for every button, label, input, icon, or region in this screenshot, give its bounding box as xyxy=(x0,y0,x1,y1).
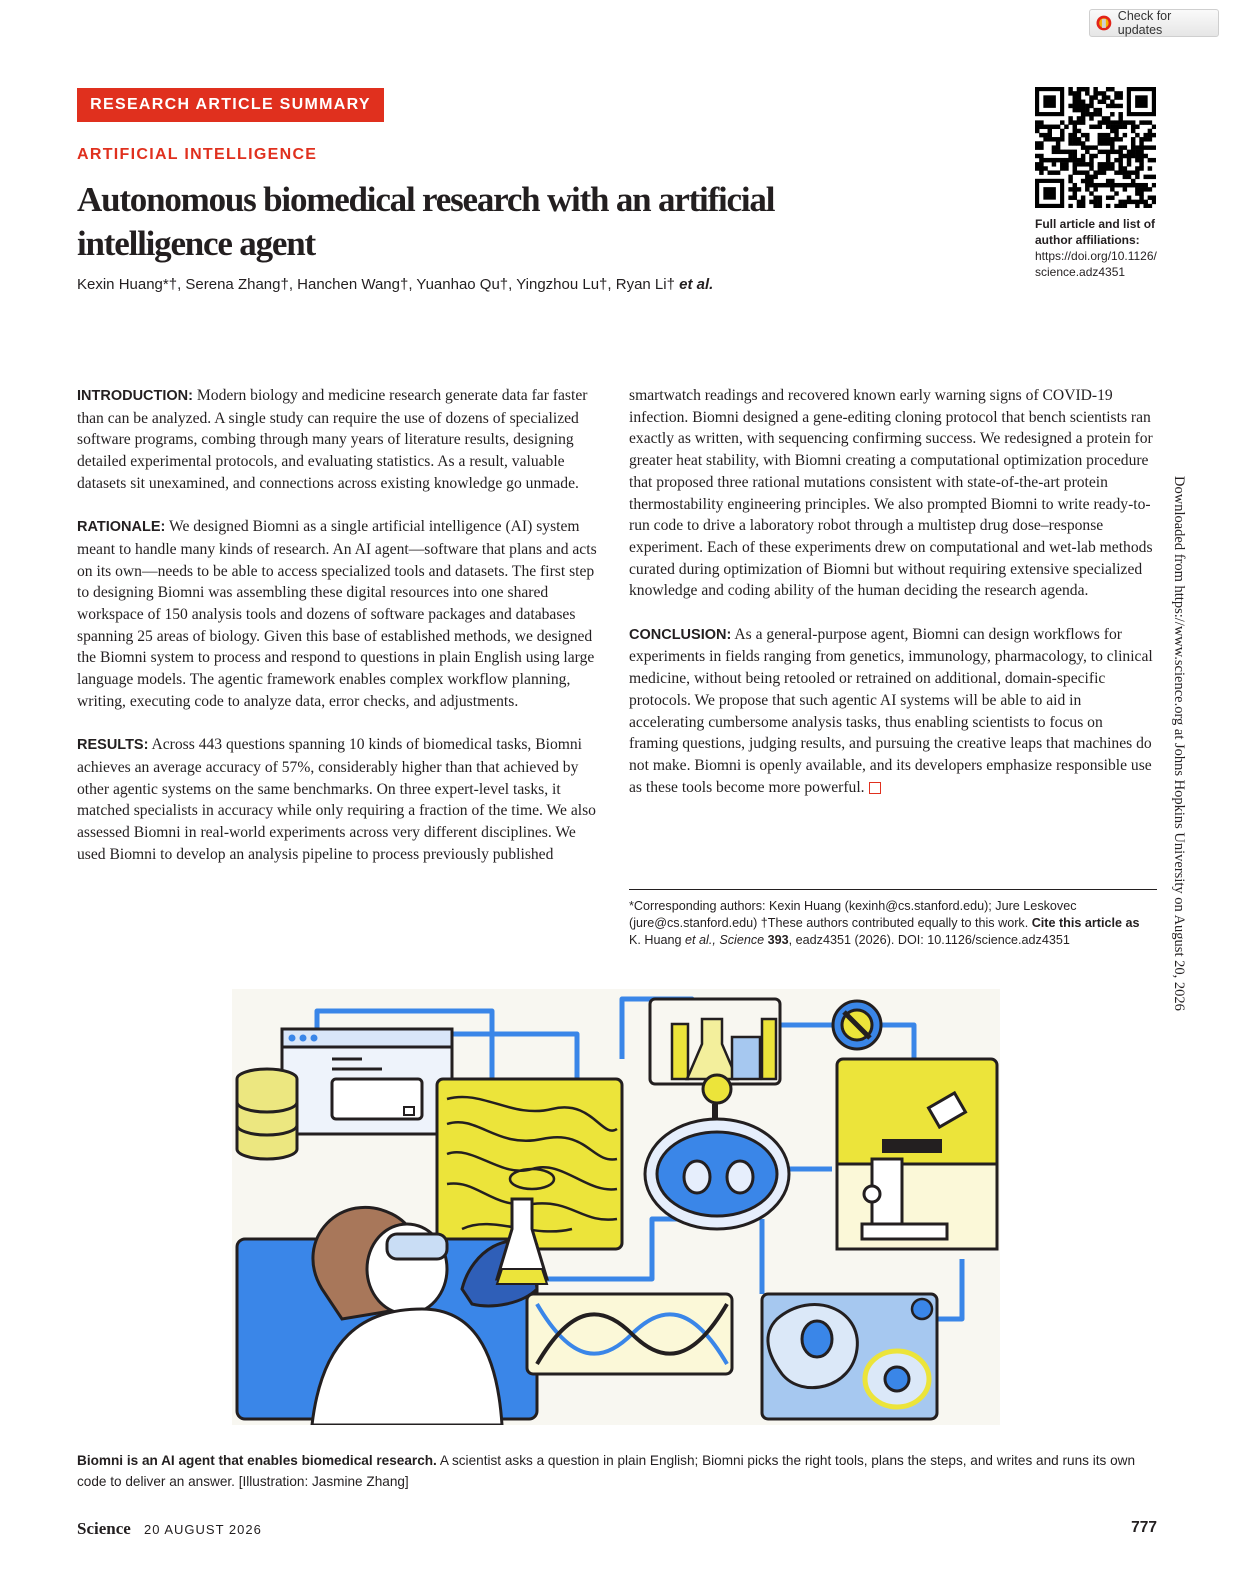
cite-volume: 393 xyxy=(764,933,789,947)
author-names: Kexin Huang*†, Serena Zhang†, Hanchen Wa… xyxy=(77,276,675,293)
scientist-graphic xyxy=(235,1197,550,1425)
author-line: Kexin Huang*†, Serena Zhang†, Hanchen Wa… xyxy=(77,276,713,293)
dna-graphic xyxy=(525,1292,734,1376)
rationale-text: We designed Biomni as a single artificia… xyxy=(77,518,597,710)
page-number: 777 xyxy=(1131,1519,1157,1536)
qr-caption-title: Full article and list of author affiliat… xyxy=(1035,217,1156,247)
results-continued-paragraph: smartwatch readings and recovered known … xyxy=(629,387,1153,600)
issue-date: 20 AUGUST 2026 xyxy=(144,1522,262,1537)
topographic-map-graphic xyxy=(435,1077,624,1251)
cite-journal-sep: , Science xyxy=(712,933,764,947)
conclusion-paragraph: CONCLUSION: As a general-purpose agent, … xyxy=(629,624,1154,799)
summary-column-left: INTRODUCTION: Modern biology and medicin… xyxy=(77,385,602,887)
download-note: Downloaded from https://www.science.org … xyxy=(1170,476,1190,1096)
doi-link[interactable]: https://doi.org/10.1126/ science.adz4351 xyxy=(1035,249,1157,279)
introduction-text: Modern biology and medicine research gen… xyxy=(77,387,588,492)
cite-rest: , eadz4351 (2026). DOI: 10.1126/science.… xyxy=(788,933,1070,947)
robot-head-graphic xyxy=(643,1073,791,1231)
microscope-graphic xyxy=(835,1057,999,1251)
article-title: Autonomous biomedical research with an a… xyxy=(77,180,775,263)
database-graphic xyxy=(235,1067,299,1161)
results-text: Across 443 questions spanning 10 kinds o… xyxy=(77,736,596,863)
results-heading: RESULTS: xyxy=(77,737,149,754)
equal-contribution-note: †These authors contributed equally to th… xyxy=(757,916,1029,930)
cite-label: Cite this article as xyxy=(1028,916,1140,930)
cells-graphic xyxy=(760,1292,939,1421)
qr-caption: Full article and list of author affiliat… xyxy=(1035,216,1165,280)
introduction-heading: INTRODUCTION: xyxy=(77,388,193,404)
lab-glassware-graphic xyxy=(648,997,782,1086)
cite-journal: , Science xyxy=(712,933,765,947)
conclusion-heading: CONCLUSION: xyxy=(629,626,732,643)
category-label: ARTIFICIAL INTELLIGENCE xyxy=(77,146,318,163)
pipe-1 xyxy=(314,1008,495,1099)
figure-caption-title: Biomni is an AI agent that enables biome… xyxy=(77,1453,437,1468)
check-updates-label: Check for updates xyxy=(1117,9,1172,37)
introduction-paragraph: INTRODUCTION: Modern biology and medicin… xyxy=(77,385,602,495)
end-square-icon xyxy=(868,782,881,795)
browser-window-graphic xyxy=(280,1027,454,1136)
corresponding-authors: *Corresponding authors: Kexin Huang (kex… xyxy=(629,899,1077,930)
conclusion-text: As a general-purpose agent, Biomni can d… xyxy=(629,625,1153,796)
figure-caption-text: A scientist asks a question in plain Eng… xyxy=(77,1453,1136,1489)
cite-etal: et al. xyxy=(681,933,713,947)
qr-code[interactable] xyxy=(1035,87,1156,208)
prohibited-sign-graphic xyxy=(831,999,883,1051)
cite-authors: K. Huang xyxy=(629,933,682,947)
download-note-text: Downloaded from https://www.science.org … xyxy=(1171,476,1187,1011)
crossmark-icon xyxy=(1096,15,1112,31)
figure-caption: Biomni is an AI agent that enables biome… xyxy=(77,1450,1167,1492)
rationale-paragraph: RATIONALE: We designed Biomni as a singl… xyxy=(77,516,602,712)
rationale-heading: RATIONALE: xyxy=(77,519,166,536)
journal-name: Science xyxy=(77,1519,131,1538)
illustration xyxy=(232,989,1000,1425)
summary-column-right: smartwatch readings and recovered known … xyxy=(629,385,1154,820)
author-etal: et al. xyxy=(679,276,714,293)
results-paragraph: RESULTS: Across 443 questions spanning 1… xyxy=(77,734,602,865)
footnote-divider xyxy=(629,889,1157,890)
check-for-updates-button[interactable]: Check for updates xyxy=(1089,9,1219,37)
section-badge: RESEARCH ARTICLE SUMMARY xyxy=(77,88,384,122)
footnote: *Corresponding authors: Kexin Huang (kex… xyxy=(629,898,1159,949)
